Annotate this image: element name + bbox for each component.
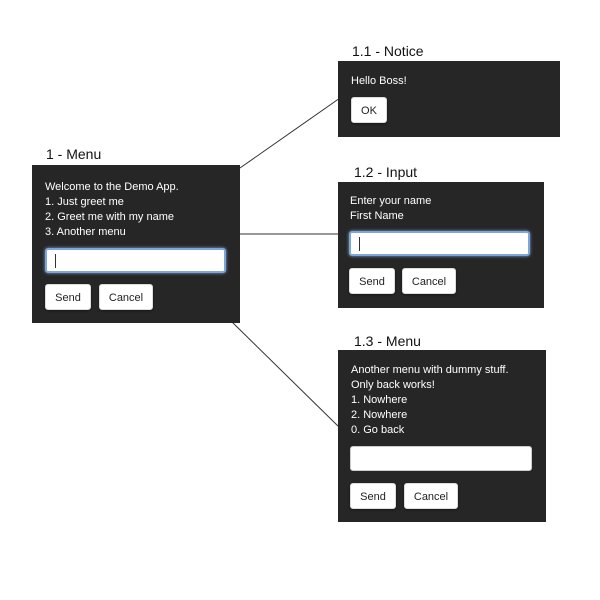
menu-line: 2. Greet me with my name <box>45 211 174 223</box>
panel-notice: Hello Boss! OK <box>338 61 560 137</box>
input-field-label: First Name <box>350 210 404 222</box>
caption-main-menu: 1 - Menu <box>46 146 102 162</box>
submenu-line: Another menu with dummy stuff. <box>351 364 509 376</box>
caption-submenu: 1.3 - Menu <box>354 333 421 349</box>
submenu-line: Only back works! <box>351 379 435 391</box>
submenu-input[interactable] <box>350 446 532 471</box>
connector-menu-to-notice <box>239 97 341 169</box>
caption-notice: 1.1 - Notice <box>352 43 424 59</box>
submenu-line: 1. Nowhere <box>351 394 408 406</box>
send-button[interactable]: Send <box>45 284 91 310</box>
panel-input: Enter your name First Name Send Cancel <box>338 182 544 308</box>
input-prompt-line: Enter your name <box>350 195 432 207</box>
text-caret <box>359 237 360 251</box>
cancel-button[interactable]: Cancel <box>402 268 456 294</box>
submenu-line: 2. Nowhere <box>351 409 408 421</box>
notice-text: Hello Boss! <box>351 75 407 87</box>
send-button[interactable]: Send <box>349 268 395 294</box>
menu-line: Welcome to the Demo App. <box>45 181 179 193</box>
menu-line: 1. Just greet me <box>45 196 124 208</box>
first-name-input[interactable] <box>349 231 530 256</box>
ok-button[interactable]: OK <box>351 97 387 123</box>
cancel-button[interactable]: Cancel <box>404 483 458 509</box>
menu-input[interactable] <box>45 248 226 273</box>
send-button[interactable]: Send <box>350 483 396 509</box>
connector-menu-to-submenu <box>231 321 341 429</box>
submenu-line: 0. Go back <box>351 424 405 436</box>
menu-line: 3. Another menu <box>45 226 126 238</box>
caption-input: 1.2 - Input <box>354 164 418 180</box>
panel-main-menu: Welcome to the Demo App. 1. Just greet m… <box>32 165 240 323</box>
panel-submenu: Another menu with dummy stuff. Only back… <box>338 350 546 522</box>
text-caret <box>55 254 56 268</box>
cancel-button[interactable]: Cancel <box>99 284 153 310</box>
